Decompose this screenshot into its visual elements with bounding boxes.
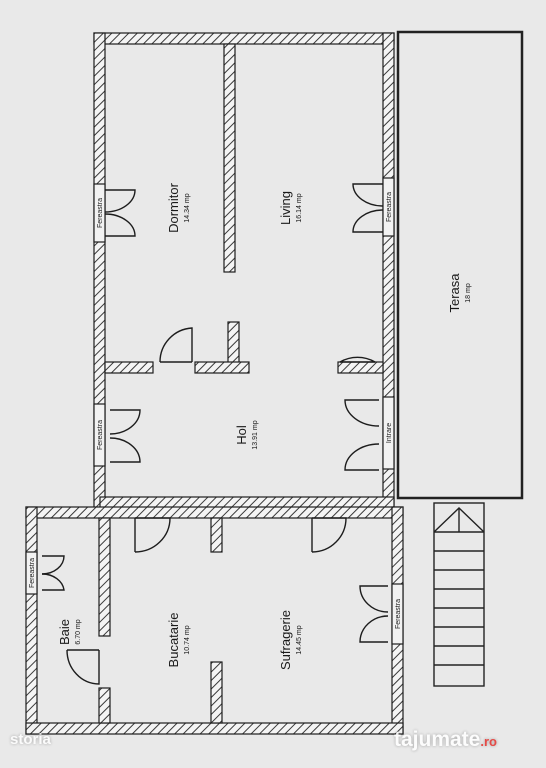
door-swings	[41, 183, 389, 685]
room-name: Hol	[234, 425, 249, 445]
stairs	[433, 502, 485, 687]
room-hol: Hol 13.91 mp	[234, 420, 259, 449]
room-name: Bucatarie	[166, 613, 181, 668]
window-frames	[25, 177, 404, 645]
window-label-living: Fereastra	[386, 192, 393, 222]
room-dormitor: Dormitor 14.34 mp	[166, 182, 191, 233]
room-area: 14.45 mp	[296, 625, 303, 654]
window-label-hol: Fereastra	[97, 420, 104, 450]
watermark-text: tajumate	[394, 728, 481, 751]
room-area: 18 mp	[465, 283, 472, 303]
terrace-outline	[396, 30, 524, 500]
window-label-sufragerie: Fereastra	[395, 599, 402, 629]
room-name: Living	[278, 191, 293, 225]
room-name: Dormitor	[166, 182, 181, 233]
room-name: Terasa	[447, 273, 462, 313]
window-label-dormitor: Fereastra	[97, 198, 104, 228]
room-area: 14.34 mp	[184, 193, 191, 222]
watermark-suffix: .ro	[480, 734, 497, 749]
room-area: 6.70 mp	[75, 619, 82, 644]
room-living: Living 16.14 mp	[278, 191, 303, 225]
watermark-storia: storia	[10, 731, 51, 748]
room-area: 10.74 mp	[184, 625, 191, 654]
entrance-label: Intrare	[386, 423, 393, 443]
walls	[25, 32, 404, 735]
room-name: Baie	[57, 619, 72, 645]
room-terasa: Terasa 18 mp	[447, 273, 472, 313]
room-area: 16.14 mp	[296, 193, 303, 222]
watermark-tajumate: tajumate.ro	[394, 728, 497, 752]
room-bucatarie: Bucatarie 10.74 mp	[166, 613, 191, 668]
room-baie: Baie 6.70 mp	[57, 619, 82, 645]
window-label-baie: Fereastra	[29, 558, 36, 588]
room-name: Sufragerie	[278, 610, 293, 670]
room-sufragerie: Sufragerie 14.45 mp	[278, 610, 303, 670]
room-area: 13.91 mp	[252, 420, 259, 449]
